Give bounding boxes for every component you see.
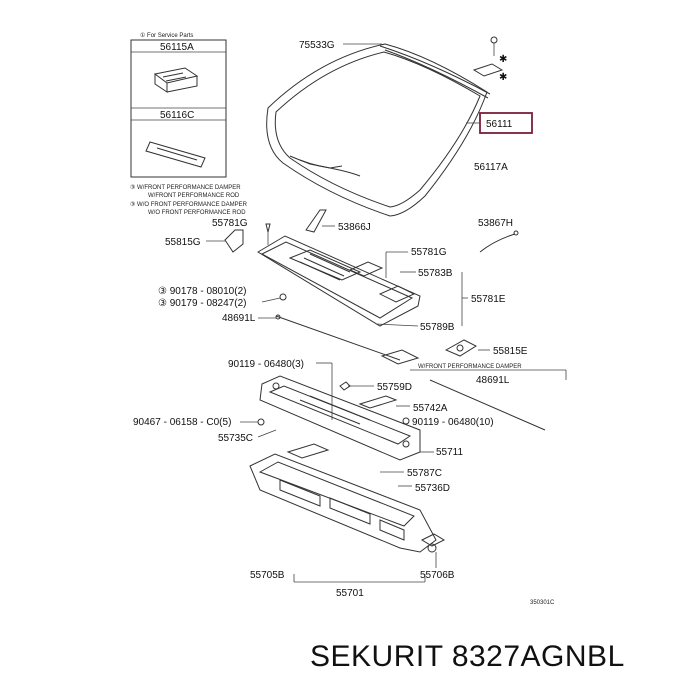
label-55759D: 55759D bbox=[377, 382, 412, 393]
label-56116C: 56116C bbox=[160, 110, 194, 121]
label-90467: 90467 - 06158 - C0(5) bbox=[133, 417, 231, 428]
svg-text:✱: ✱ bbox=[499, 72, 507, 83]
label-56115A: 56115A bbox=[160, 42, 194, 53]
label-55742A: 55742A bbox=[413, 403, 448, 414]
label-55706B: 55706B bbox=[420, 570, 455, 581]
strip-56116C-icon bbox=[145, 141, 206, 168]
label-90178: ③ 90178 - 08010(2) bbox=[158, 286, 246, 297]
label-55815G: 55815G bbox=[165, 237, 201, 248]
note-w-damper: ③ W/FRONT PERFORMANCE DAMPER bbox=[130, 184, 241, 191]
service-parts-frame bbox=[130, 39, 227, 178]
label-56111: 56111 bbox=[486, 119, 513, 130]
svg-text:✱: ✱ bbox=[499, 54, 507, 65]
footer-title: SEKURIT 8327AGNBL bbox=[310, 640, 625, 673]
clip-53866J-icon bbox=[305, 209, 327, 233]
bracket-55815E-icon bbox=[444, 339, 478, 357]
clip-56115A-icon bbox=[153, 67, 199, 93]
bracket-mid-icon bbox=[380, 349, 420, 365]
label-56117A: 56117A bbox=[474, 162, 508, 173]
label-55781G-b: 55781G bbox=[411, 247, 447, 258]
label-75533G: 75533G bbox=[299, 40, 335, 51]
service-parts-note: ① For Service Parts bbox=[140, 32, 193, 39]
label-90119-b: 90119 - 06480(10) bbox=[412, 417, 494, 428]
wire-53867H bbox=[479, 233, 516, 253]
label-55781G-a: 55781G bbox=[212, 218, 248, 229]
label-55789B: 55789B bbox=[420, 322, 455, 333]
bolt-top-right-icon: ✱ ✱ bbox=[472, 36, 507, 83]
note-wo-rod: W/O FRONT PERFORMANCE ROD bbox=[148, 210, 246, 216]
label-55783B: 55783B bbox=[418, 268, 453, 279]
clip-90467-icon bbox=[257, 418, 265, 426]
clip-90179-icon bbox=[279, 293, 287, 301]
windshield-glass bbox=[266, 43, 491, 217]
label-55787C: 55787C bbox=[407, 468, 442, 479]
label-55705B: 55705B bbox=[250, 570, 285, 581]
note-w-rod: W/FRONT PERFORMANCE ROD bbox=[148, 193, 240, 199]
bracket-55781G-icon bbox=[224, 229, 244, 253]
label-55701: 55701 bbox=[336, 588, 364, 599]
label-48691L-a: 48691L bbox=[222, 313, 256, 324]
label-90179: ③ 90179 - 08247(2) bbox=[158, 298, 246, 309]
dash-panel-55701 bbox=[249, 443, 446, 553]
rod-48691L-right bbox=[429, 379, 546, 431]
seal-55742A-icon bbox=[358, 395, 398, 409]
label-53866J: 53866J bbox=[338, 222, 371, 233]
cowl-top-panel bbox=[257, 235, 421, 327]
label-55711: 55711 bbox=[436, 447, 464, 458]
label-55781E: 55781E bbox=[471, 294, 506, 305]
label-48691L-b: 48691L bbox=[476, 375, 510, 386]
label-55815E: 55815E bbox=[493, 346, 528, 357]
label-53867H: 53867H bbox=[478, 218, 513, 229]
rod-48691L-left bbox=[275, 315, 401, 361]
note-wo-damper: ③ W/O FRONT PERFORMANCE DAMPER bbox=[130, 201, 248, 208]
figure-code: 350301C bbox=[530, 600, 555, 606]
screw-icon bbox=[265, 223, 271, 245]
note-w-damper-b: W/FRONT PERFORMANCE DAMPER bbox=[418, 364, 522, 370]
label-90119-a: 90119 - 06480(3) bbox=[228, 359, 304, 370]
label-55735C: 55735C bbox=[218, 433, 253, 444]
label-55736D: 55736D bbox=[415, 483, 450, 494]
bolt-90119-icon bbox=[402, 417, 410, 425]
service-parts-box: ① For Service Parts 56115A 56116C bbox=[130, 32, 227, 178]
